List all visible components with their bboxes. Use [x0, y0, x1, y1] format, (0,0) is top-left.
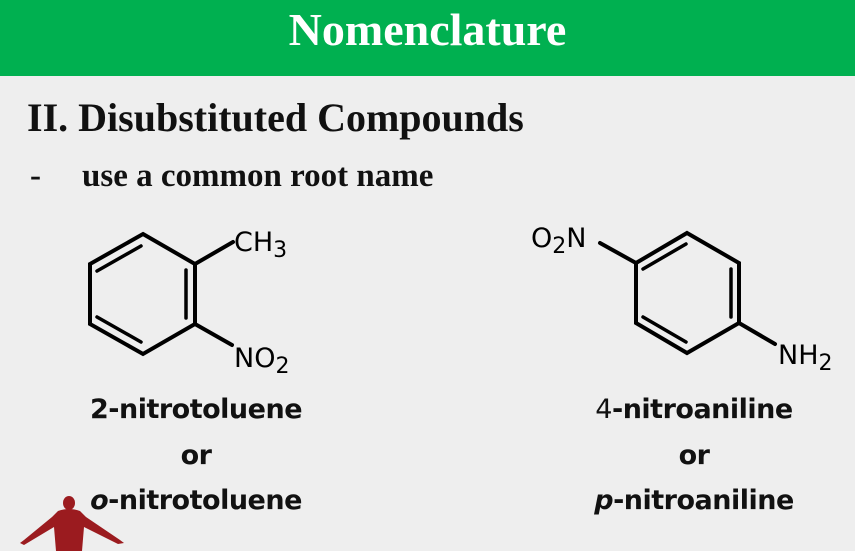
- nitroaniline-structure: [598, 230, 777, 356]
- bullet-text: use a common root name: [82, 158, 434, 194]
- compound-name-1: 2-nitrotoluene: [89, 394, 303, 425]
- bullet-marker: -: [30, 158, 41, 194]
- nitrotoluene-structure: [88, 231, 235, 357]
- ortho-prefix: o: [90, 485, 109, 516]
- or-label-2: or: [678, 440, 710, 471]
- name-suffix: -nitrotoluene: [108, 485, 302, 516]
- compound-alt-name-1: o-nitrotoluene: [46, 485, 346, 516]
- slide-header: Nomenclature: [0, 0, 855, 76]
- compound-alt-name-2: p-nitroaniline: [534, 485, 854, 516]
- name-suffix: -nitroaniline: [613, 485, 794, 516]
- name-suffix: -nitroaniline: [611, 394, 793, 425]
- compound-name-2: 4-nitroaniline: [534, 394, 854, 425]
- figure-logo-icon: [20, 496, 124, 551]
- bullet-item: - use a common root name: [30, 158, 433, 195]
- nitro-label: NO2: [234, 343, 289, 379]
- section-heading: II. Disubstituted Compounds: [27, 95, 524, 140]
- methyl-label: CH3: [234, 227, 287, 263]
- nitro-label-2: O2N: [531, 223, 586, 259]
- locant: 4: [595, 394, 612, 425]
- amine-label: NH2: [778, 340, 833, 376]
- slide-title: Nomenclature: [288, 4, 567, 55]
- para-prefix: p: [594, 485, 614, 516]
- or-label-1: or: [180, 440, 212, 471]
